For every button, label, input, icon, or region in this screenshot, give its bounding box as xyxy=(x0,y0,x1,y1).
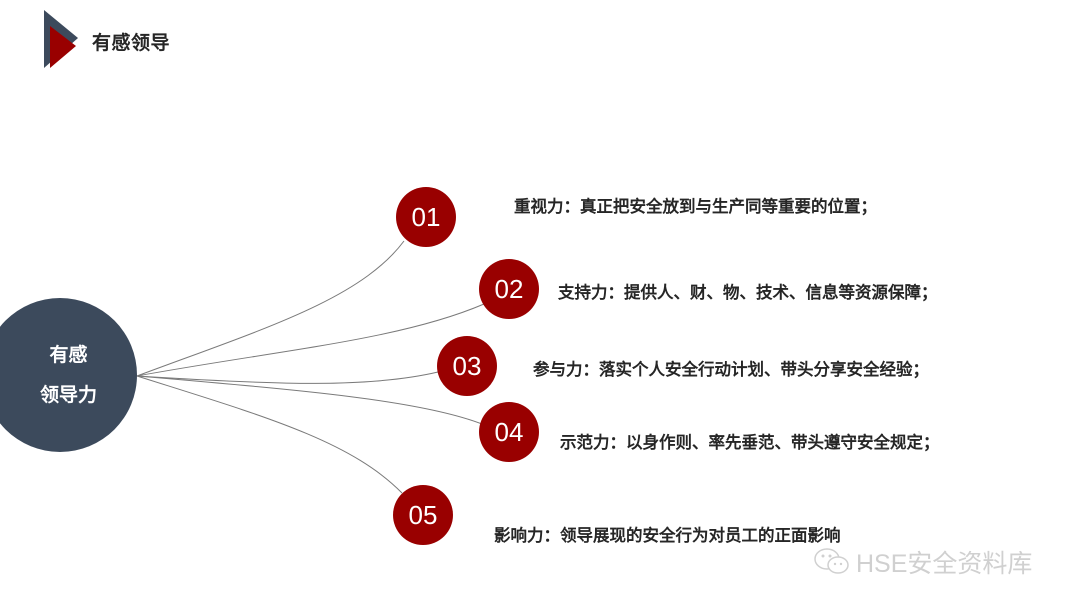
node-05: 05 xyxy=(393,485,453,545)
node-02: 02 xyxy=(479,259,539,319)
item-text-05: 影响力：领导展现的安全行为对员工的正面影响 xyxy=(494,526,841,545)
item-text-03: 参与力：落实个人安全行动计划、带头分享安全经验； xyxy=(533,360,929,379)
page-title: 有感领导 xyxy=(92,32,171,54)
wechat-icon xyxy=(814,548,849,574)
hub-label-line2: 领导力 xyxy=(39,384,97,406)
hub-label-line1: 有感 xyxy=(49,344,88,366)
item-text-02: 支持力：提供人、财、物、技术、信息等资源保障； xyxy=(558,283,938,302)
hub-circle: 有感 领导力 xyxy=(0,298,137,452)
watermark: HSE安全资料库 xyxy=(812,544,1032,580)
node-04: 04 xyxy=(479,402,539,462)
item-text-01: 重视力：真正把安全放到与生产同等重要的位置； xyxy=(514,197,877,216)
node-03: 03 xyxy=(437,336,497,396)
watermark-text: HSE安全资料库 xyxy=(856,550,1033,578)
play-triangle-icon xyxy=(44,10,78,68)
node-01: 01 xyxy=(396,187,456,247)
item-text-04: 示范力：以身作则、率先垂范、带头遵守安全规定； xyxy=(560,433,940,452)
